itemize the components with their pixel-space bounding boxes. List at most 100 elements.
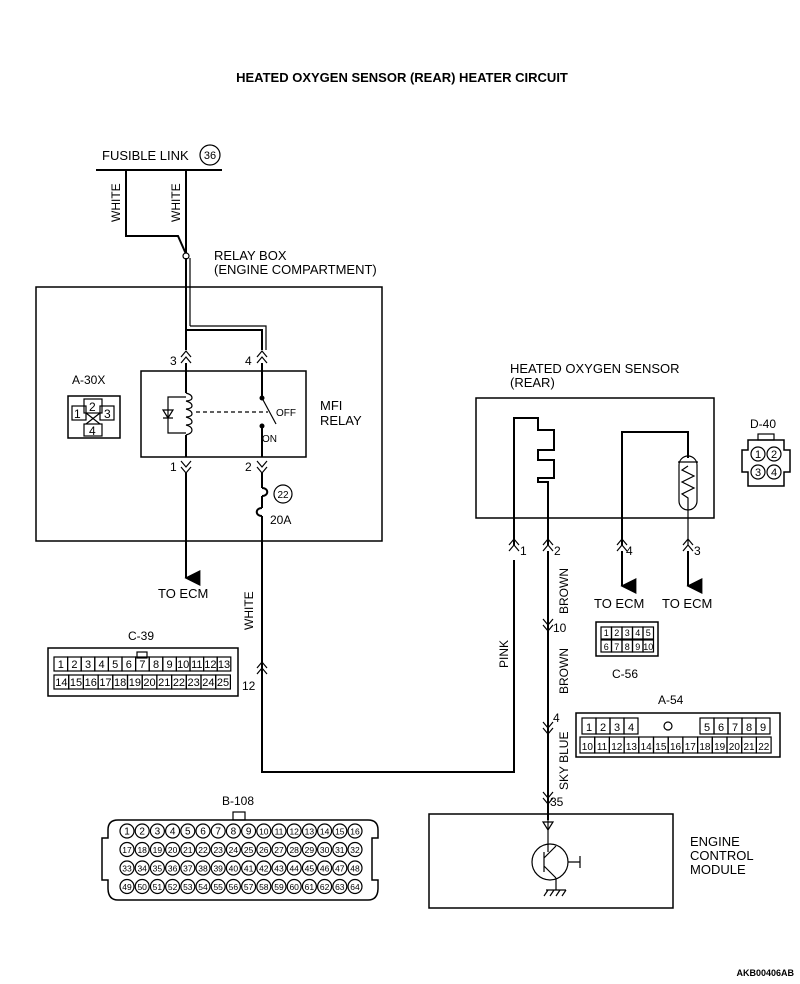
b108-pin: 12	[289, 827, 299, 837]
wire-color-pink: PINK	[497, 640, 511, 668]
a54-row1-cell	[755, 717, 771, 735]
b108-pin-circle	[332, 841, 348, 858]
a54-row2-pin: 10	[582, 742, 594, 753]
b108-pin-circle	[165, 841, 181, 858]
c39-row2-pin: 25	[217, 677, 229, 689]
b108-pin: 40	[229, 864, 239, 874]
b108-pin-circle	[286, 860, 302, 876]
b108-pin-circle	[134, 823, 150, 839]
b108-pin: 37	[183, 864, 193, 874]
b108-pin: 8	[231, 827, 237, 838]
b108-pin-circle	[225, 860, 241, 876]
c56-row2-pin: 8	[625, 642, 630, 652]
wire-white-left	[125, 170, 187, 255]
b108-pin: 10	[259, 827, 269, 837]
relay-off-label: OFF	[276, 408, 296, 419]
c39-row1-pin: 13	[218, 659, 230, 671]
c56-connector	[595, 621, 659, 657]
b108-pin-circle	[347, 823, 363, 839]
heated-oxygen-sensor	[475, 397, 715, 519]
b108-pin-circle	[286, 841, 302, 858]
sensor-pin1-chevron	[508, 538, 520, 552]
c39-row1-pin: 9	[167, 659, 173, 671]
fuse-rating: 20A	[270, 513, 291, 527]
fusible-link-number-circle	[199, 144, 221, 166]
b108-pin: 44	[289, 864, 299, 874]
b108-pin: 60	[289, 882, 299, 892]
b108-pin: 21	[183, 845, 193, 855]
c56-row2-pin: 9	[635, 642, 640, 652]
relay-diode-icon	[161, 396, 186, 434]
c39-row2-cell	[215, 674, 231, 690]
b108-name: B-108	[222, 794, 254, 808]
a54-row1-pin: 6	[718, 722, 724, 734]
c39-row2-pin: 23	[188, 677, 200, 689]
b108-pin: 45	[305, 864, 315, 874]
relay-on-label: ON	[262, 434, 277, 445]
c39-pin-used: 12	[242, 679, 256, 693]
b108-pin-circle	[149, 878, 165, 895]
c39-row1-pin: 5	[112, 659, 118, 671]
b108-pin: 28	[289, 845, 299, 855]
wire-color-white-left: WHITE	[109, 183, 123, 222]
b108-pin-circle	[180, 878, 196, 895]
wire-relay-bridge	[186, 329, 263, 350]
c39-row2-pin: 18	[114, 677, 126, 689]
c39-row2-pin: 15	[70, 677, 82, 689]
d40-pin-circle-4	[766, 464, 782, 480]
b108-pin-circle	[134, 841, 150, 858]
relay-pin-4: 4	[245, 354, 252, 368]
a54-row2-pin: 20	[729, 742, 741, 753]
c39-name: C-39	[128, 629, 154, 643]
c56-row1-pin: 1	[604, 628, 609, 638]
c56-pin-used: 10	[553, 621, 567, 635]
a54-connector	[575, 712, 781, 758]
c39-row2-pin: 16	[85, 677, 97, 689]
b108-pin-circle	[119, 823, 135, 839]
b108-pin-circle	[286, 823, 302, 839]
a54-row2-pin: 11	[597, 742, 608, 753]
b108-pin-circle	[210, 860, 226, 876]
c56-row1-pin: 3	[625, 628, 630, 638]
sensor-pin4-chevron	[616, 538, 628, 552]
b108-pin-circle	[332, 878, 348, 895]
b108-pin-circle	[210, 823, 226, 839]
diagram-title: HEATED OXYGEN SENSOR (REAR) HEATER CIRCU…	[236, 70, 568, 85]
b108-pin-circle	[347, 841, 363, 858]
sensor-pin-1: 1	[520, 544, 527, 558]
b108-pin: 3	[155, 827, 161, 838]
ecm-transistor-icon	[531, 843, 569, 881]
b108-pin-circle	[119, 860, 135, 876]
c39-row1-pin: 1	[58, 659, 64, 671]
b108-pin-circle	[271, 823, 287, 839]
sensor-pin-3: 3	[694, 544, 701, 558]
c56-row2-pin: 10	[643, 642, 653, 652]
b108-pin-circle	[195, 841, 211, 858]
b108-pin-circle	[225, 878, 241, 895]
b108-pin-circle	[317, 860, 333, 876]
relay-box-sublabel: (ENGINE COMPARTMENT)	[214, 262, 377, 277]
b108-pin35-chevron	[542, 791, 554, 805]
sensor-pin2-chevron	[542, 538, 554, 552]
b108-pin: 62	[320, 882, 330, 892]
b108-pin: 13	[305, 827, 315, 837]
a54-row1-pin: 8	[746, 722, 752, 734]
b108-pin-circle	[347, 860, 363, 876]
b108-pin: 14	[320, 827, 330, 837]
fuse-number-circle	[273, 484, 293, 504]
heater-resistor-icon	[680, 465, 696, 545]
relay-switch-arm-icon	[261, 397, 277, 425]
a54-row2-pin: 13	[626, 742, 638, 753]
a54-row2-pin: 12	[611, 742, 623, 753]
wire-color-white-right: WHITE	[169, 183, 183, 222]
a30x-name: A-30X	[72, 373, 105, 387]
c56-pin10-chevron	[542, 618, 554, 632]
fusible-link-number: 36	[204, 150, 216, 162]
a54-pin4-chevron	[542, 721, 554, 735]
c56-row2-cell	[642, 639, 655, 653]
d40-pin-3: 3	[755, 467, 761, 479]
sensor-pin-2: 2	[554, 544, 561, 558]
b108-pin: 11	[275, 827, 284, 837]
b108-pin: 15	[335, 827, 345, 837]
